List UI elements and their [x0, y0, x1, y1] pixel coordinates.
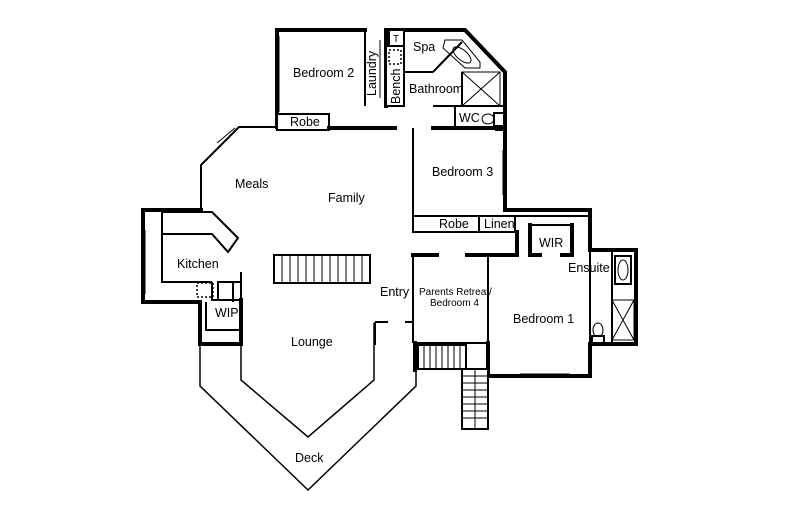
label-laundry: Laundry — [365, 50, 379, 96]
exterior-walls — [141, 28, 638, 378]
label-entry: Entry — [380, 285, 410, 299]
label-lounge: Lounge — [291, 335, 333, 349]
label-parents-retreat: Parents Retreat/ — [419, 287, 492, 298]
label-wip: WIP — [215, 306, 239, 320]
label-bathroom: Bathroom — [409, 82, 463, 96]
label-kitchen: Kitchen — [177, 257, 219, 271]
wc-toilet — [481, 112, 505, 127]
ensuite-shower — [611, 299, 635, 341]
label-wc: WC — [459, 111, 480, 125]
ensuite-toilet — [591, 322, 605, 344]
label-robe-mid: Robe — [439, 217, 469, 231]
label-family: Family — [328, 191, 366, 205]
room-labels: Bedroom 2 Laundry T Bench Spa Bathroom W… — [177, 34, 610, 465]
interior-walls — [144, 29, 635, 375]
label-meals: Meals — [235, 177, 268, 191]
label-bedroom3: Bedroom 3 — [432, 165, 493, 179]
shower — [461, 71, 501, 107]
spa-tub — [442, 39, 481, 69]
label-spa: Spa — [413, 40, 435, 54]
front-stairs — [417, 344, 489, 430]
label-linen: Linen — [484, 217, 515, 231]
label-wir: WIR — [539, 236, 563, 250]
label-ensuite: Ensuite — [568, 261, 610, 275]
kitchen-bench — [161, 211, 242, 301]
label-deck: Deck — [295, 451, 324, 465]
label-bedroom1: Bedroom 1 — [513, 312, 574, 326]
label-bedroom2: Bedroom 2 — [293, 66, 354, 80]
label-toilet: T — [393, 34, 399, 45]
interior-stairs — [273, 254, 371, 284]
ensuite-bath — [614, 255, 632, 285]
label-robe-upper: Robe — [290, 115, 320, 129]
label-bedroom4: Bedroom 4 — [430, 298, 479, 309]
label-bench: Bench — [389, 69, 403, 104]
